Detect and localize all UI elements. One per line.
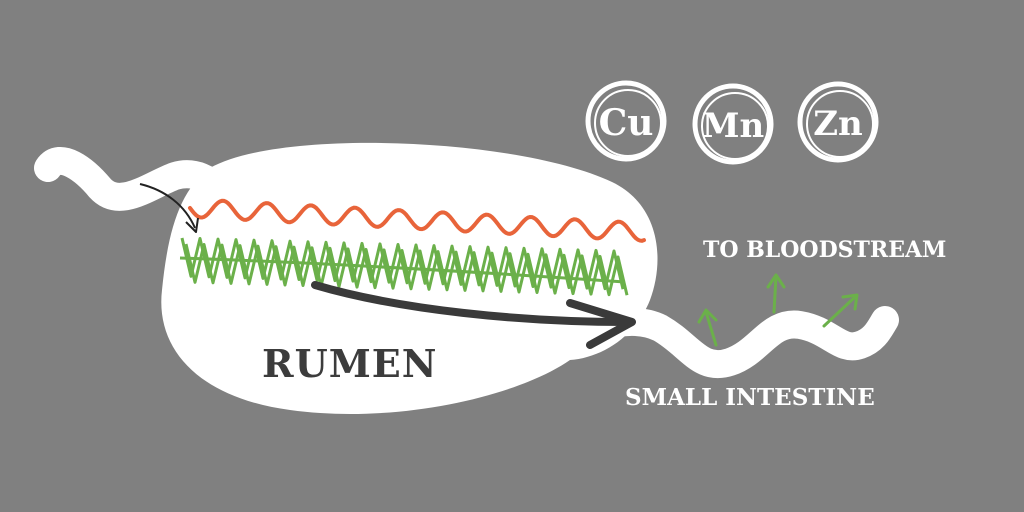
thin-curved-arrow-icon: [139, 183, 199, 233]
esophagus-tube: [34, 147, 234, 211]
small-intestine-tube: [571, 306, 899, 378]
mineral-cu: Cu: [585, 80, 667, 162]
mineral-zn-label: Zn: [813, 104, 863, 144]
to-bloodstream-label: TO BLOODSTREAM: [703, 237, 946, 263]
green-baseline: [179, 256, 626, 284]
small-intestine-label: SMALL INTESTINE: [625, 384, 875, 411]
red-wave-line: [188, 198, 646, 243]
mineral-mn-label: Mn: [702, 106, 764, 146]
green-up-arrow-icon: [766, 273, 786, 314]
thick-curved-arrow-icon: [311, 281, 636, 349]
green-up-arrow-icon: [697, 308, 718, 347]
green-up-arrow-icon: [822, 293, 859, 328]
mineral-zn: Zn: [797, 81, 879, 163]
rumen-label: RUMEN: [262, 341, 437, 386]
mineral-mn: Mn: [692, 83, 774, 165]
green-zigzag-line: [180, 237, 625, 291]
mineral-cu-label: Cu: [599, 102, 654, 144]
